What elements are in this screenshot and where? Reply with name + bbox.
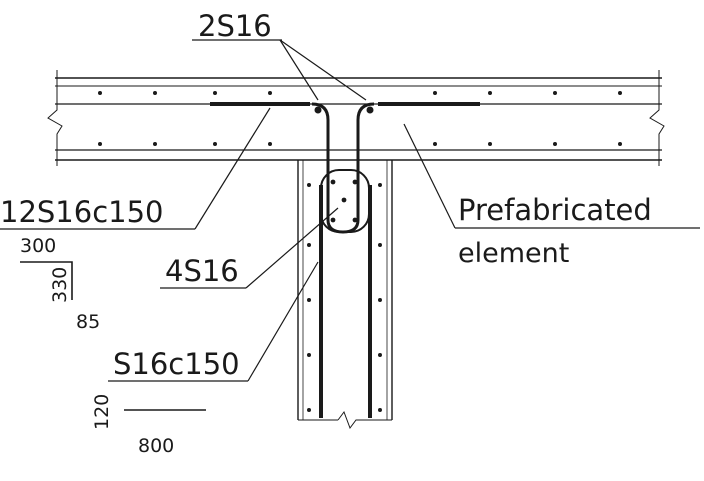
column — [297, 160, 393, 430]
slab — [47, 70, 665, 166]
l-bar-shape: 120 800 — [91, 394, 206, 457]
left-break-line — [47, 70, 63, 166]
label-prefab-line2: element — [458, 238, 569, 269]
joint-bar-dots — [330, 179, 358, 223]
label-top-bars: 2S16 — [198, 9, 272, 43]
right-break-line — [649, 70, 665, 166]
label-slab-bars: 12S16c150 — [0, 195, 164, 229]
leader-lines — [0, 39, 700, 382]
l-bar-height-dim: 120 — [91, 394, 113, 430]
label-stirrups: S16c150 — [113, 347, 240, 381]
u-bar-shape: 300 330 85 — [20, 235, 100, 333]
label-column-bars: 4S16 — [165, 254, 239, 288]
column-break-line — [337, 410, 392, 430]
u-bar-leg-dim: 330 — [49, 267, 71, 303]
l-bar-length-dim: 800 — [138, 435, 174, 457]
u-bar-top-dim: 300 — [20, 235, 56, 257]
joint-loop-bars — [311, 102, 375, 234]
label-prefab-line1: Prefabricated — [458, 193, 652, 227]
u-bar-width-dim: 85 — [76, 311, 100, 333]
column-bars — [319, 185, 372, 418]
column-bar-dots — [307, 183, 382, 412]
slab-bar-dots — [98, 91, 622, 146]
